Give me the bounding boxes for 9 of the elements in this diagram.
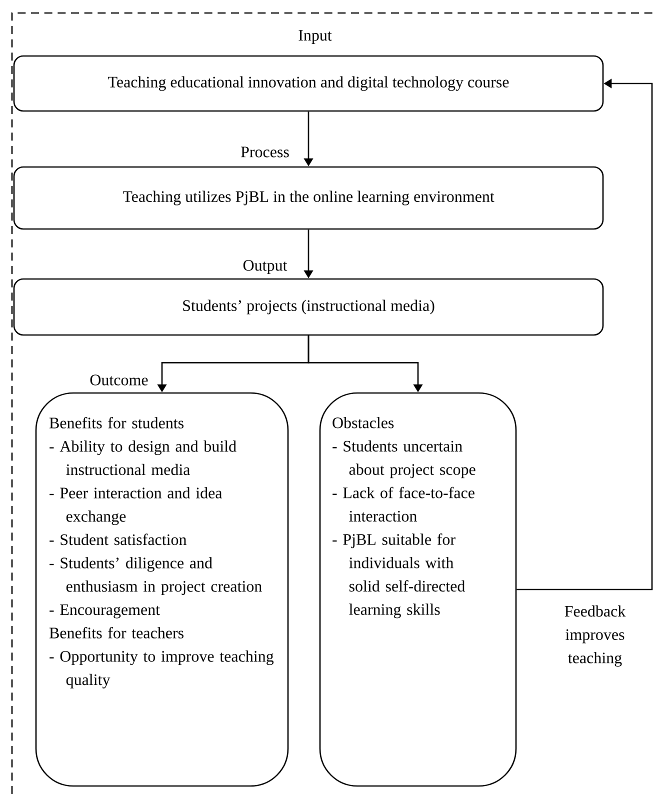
process-box: Teaching utilizes PjBL in the online learning environment [13, 166, 604, 230]
edge-label: Output [243, 260, 288, 274]
process-box: Teaching educational innovation and digital technology course [13, 55, 604, 112]
rounded-box: Benefits for students - Ability to design and build instructional media - Peer interaction and idea exchange - Student satisfaction - Students’ diligence and enthusiasm in project creation - Encouragement Benefits for teachers - Opportunity to improve teaching quality [35, 392, 289, 787]
edge-label: Process [241, 146, 289, 158]
edge-label: Outcome [90, 374, 148, 386]
process-box: Students’ projects (instructional media) [13, 278, 604, 336]
rounded-box: Obstacles - Students uncertain about project scope - Lack of face-to-face interaction - PjBL suitable for individuals with solid self-directed learning skills [319, 392, 517, 787]
edge-label: Feedback improves teaching [564, 605, 626, 667]
